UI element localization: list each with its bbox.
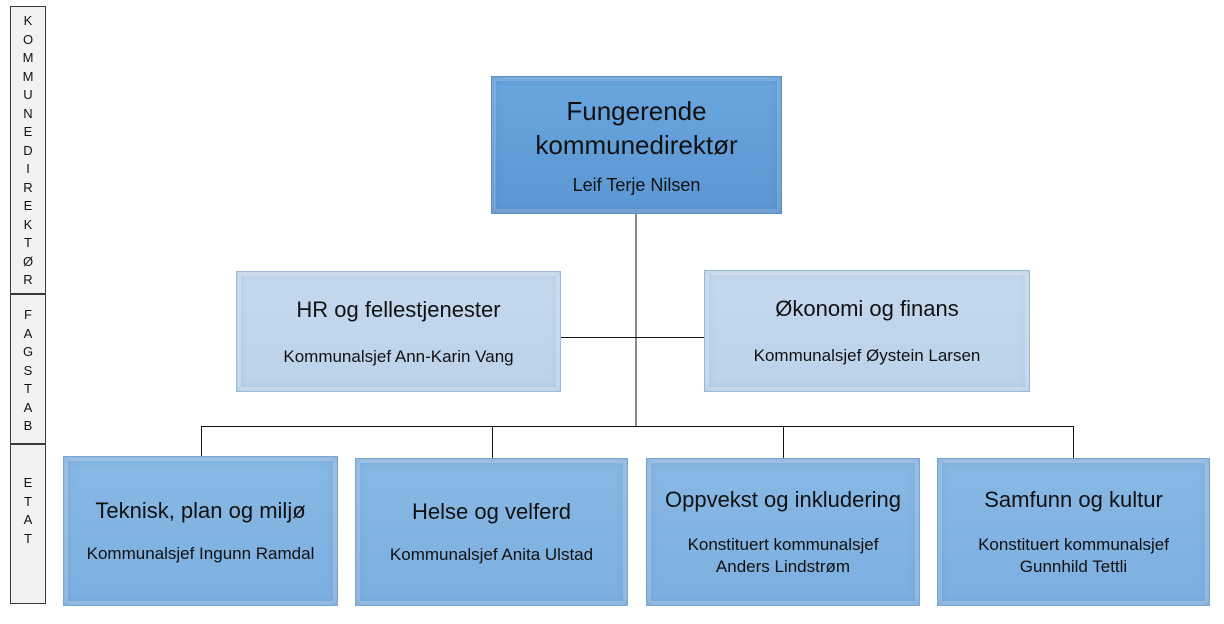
box-title: Oppvekst og inkludering	[664, 487, 902, 512]
side-label-letter: T	[24, 493, 32, 509]
box-title: Teknisk, plan og miljø	[95, 498, 306, 523]
side-label-letter: S	[23, 362, 33, 378]
box-kommunedirektor: Fungerende kommunedirektør Leif Terje Ni…	[491, 76, 782, 214]
box-person: Kommunalsjef Ingunn Ramdal	[86, 544, 315, 563]
side-label-letter: R	[23, 179, 33, 195]
box-title: HR og fellestjenester	[296, 296, 501, 322]
box-helse-velferd: Helse og velferd Kommunalsjef Anita Ulst…	[355, 458, 628, 606]
box-okonomi-finans: Økonomi og finans Kommunalsjef Øystein L…	[704, 270, 1030, 392]
side-label-letter: U	[23, 87, 33, 102]
side-label-letter: E	[23, 198, 33, 213]
side-label-letter: E	[23, 124, 33, 139]
box-person: Gunnhild Tettli	[1019, 557, 1128, 576]
box-person: Konstituert kommunalsjef	[978, 535, 1169, 554]
side-label-letter: E	[23, 475, 33, 490]
side-label-letter: A	[23, 512, 33, 527]
box-person: Kommunalsjef Anita Ulstad	[389, 545, 594, 564]
side-label-letter: R	[23, 272, 33, 287]
side-label-letter: K	[23, 13, 33, 28]
box-person: Konstituert kommunalsjef	[687, 535, 879, 554]
box-person: Kommunalsjef Øystein Larsen	[753, 346, 981, 365]
side-label-letter: Ø	[22, 253, 34, 269]
box-title: kommunedirektør	[535, 130, 738, 160]
side-label-letter: A	[23, 399, 33, 415]
box-hr-fellestjenester: HR og fellestjenester Kommunalsjef Ann-K…	[236, 271, 561, 392]
box-title: Økonomi og finans	[775, 296, 959, 321]
side-label-letter: T	[24, 235, 32, 250]
box-title: Samfunn og kultur	[984, 487, 1163, 512]
side-label-letter: G	[22, 344, 34, 359]
side-label-letter: T	[24, 381, 32, 396]
box-title: Fungerende	[566, 96, 707, 126]
box-samfunn-kultur: Samfunn og kultur Konstituert kommunalsj…	[937, 458, 1210, 606]
box-teknisk-plan-miljo: Teknisk, plan og miljø Kommunalsjef Ingu…	[63, 456, 338, 606]
side-label-letter: I	[26, 161, 30, 176]
side-label-letter: F	[24, 307, 32, 322]
box-oppvekst-inkludering: Oppvekst og inkludering Konstituert komm…	[646, 458, 920, 606]
side-label-letter: O	[22, 31, 34, 47]
side-label-letter: M	[22, 68, 34, 84]
side-label-letter: M	[22, 50, 34, 65]
side-label-letter: A	[23, 325, 33, 341]
box-person: Leif Terje Nilsen	[572, 175, 701, 195]
side-label-letter: B	[23, 418, 33, 433]
side-label-letter: K	[23, 216, 33, 232]
side-label-letter: N	[23, 105, 33, 121]
box-title: Helse og velferd	[412, 499, 571, 524]
box-person: Anders Lindstrøm	[715, 557, 851, 576]
side-label-letter: T	[24, 530, 32, 546]
side-label-letter: D	[23, 142, 33, 158]
box-person: Kommunalsjef Ann-Karin Vang	[283, 346, 514, 366]
